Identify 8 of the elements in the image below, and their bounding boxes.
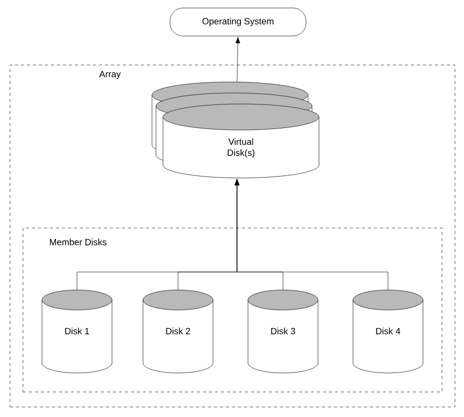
disk-cylinder: Disk 3 — [248, 290, 318, 374]
disk-cylinder: Disk 4 — [352, 290, 424, 374]
disk-cylinder: Disk 2 — [142, 290, 214, 374]
arrow — [236, 36, 240, 82]
disk-cylinder: Disk 1 — [42, 290, 112, 374]
rounded-box: Operating System — [170, 8, 306, 36]
disk-stack-cylinder: Virtual Disk(s) — [152, 82, 320, 178]
arrow — [234, 178, 388, 290]
